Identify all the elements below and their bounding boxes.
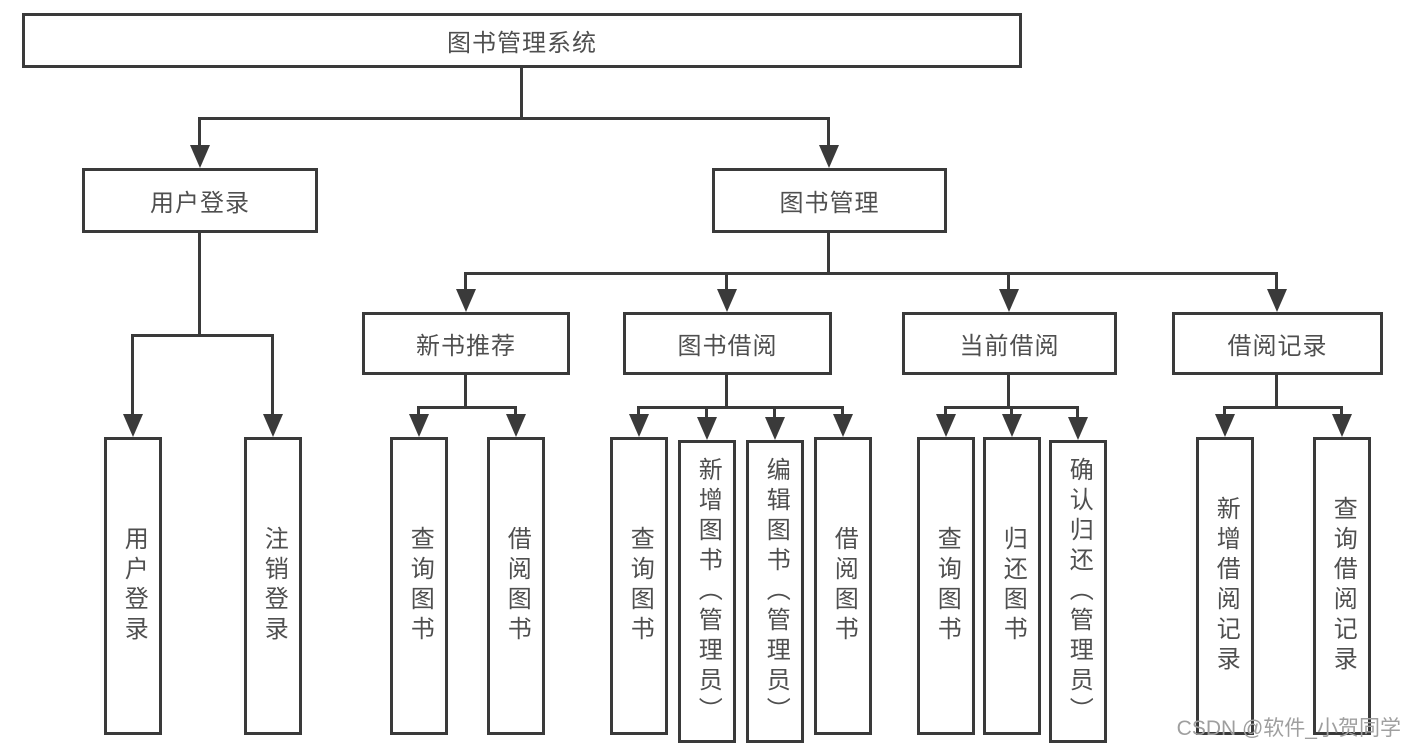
arrow-down-icon: [697, 417, 717, 440]
connector-vline: [1007, 272, 1010, 292]
leaf-edit-book-admin-label: 编辑图书（管理员）: [762, 456, 790, 727]
node-book-borrow-label: 图书借阅: [677, 333, 778, 360]
leaf-add-book-admin: 新增图书（管理员）: [678, 440, 736, 743]
connector-vline: [514, 406, 517, 418]
leaf-borrow-book-2: 借阅图书: [814, 437, 872, 735]
arrow-down-icon: [456, 289, 476, 312]
leaf-confirm-return-admin-label: 确认归还（管理员）: [1065, 456, 1093, 727]
node-new-book-recommend: 新书推荐: [362, 312, 570, 375]
connector-vline: [520, 68, 523, 120]
connector-vline: [131, 334, 134, 416]
arrow-down-icon: [1332, 414, 1352, 437]
arrow-down-icon: [629, 414, 649, 437]
connector-hline: [464, 272, 1278, 275]
arrow-down-icon: [1267, 289, 1287, 312]
arrow-down-icon: [765, 417, 785, 440]
arrow-down-icon: [190, 145, 210, 168]
connector-vline: [1007, 375, 1010, 409]
leaf-user-login: 用户登录: [104, 437, 162, 735]
node-root-label: 图书管理系统: [447, 30, 597, 57]
leaf-user-login-label: 用户登录: [120, 526, 148, 646]
connector-hline: [417, 406, 517, 409]
connector-vline: [417, 406, 420, 418]
leaf-query-book-2: 查询图书: [610, 437, 668, 735]
connector-vline: [1223, 406, 1226, 418]
connector-vline: [198, 117, 201, 148]
arrow-down-icon: [819, 145, 839, 168]
connector-vline: [464, 375, 467, 409]
leaf-query-book-2-label: 查询图书: [626, 526, 654, 646]
leaf-borrow-book-1: 借阅图书: [487, 437, 545, 735]
connector-vline: [1076, 406, 1079, 418]
arrow-down-icon: [409, 414, 429, 437]
connector-vline: [1275, 272, 1278, 292]
leaf-confirm-return-admin: 确认归还（管理员）: [1049, 440, 1107, 743]
leaf-add-borrow-record: 新增借阅记录: [1196, 437, 1254, 735]
leaf-query-borrow-record-label: 查询借阅记录: [1329, 496, 1357, 676]
connector-hline: [1223, 406, 1343, 409]
arrow-down-icon: [1215, 414, 1235, 437]
leaf-logout-label: 注销登录: [260, 526, 288, 646]
connector-vline: [637, 406, 640, 418]
node-new-book-recommend-label: 新书推荐: [416, 333, 516, 360]
leaf-query-book-3: 查询图书: [917, 437, 975, 735]
connector-vline: [705, 406, 708, 418]
arrow-down-icon: [123, 414, 143, 437]
node-book-management: 图书管理: [712, 168, 947, 233]
connector-vline: [841, 406, 844, 418]
leaf-query-borrow-record: 查询借阅记录: [1313, 437, 1371, 735]
node-current-borrow-label: 当前借阅: [959, 333, 1060, 360]
arrow-down-icon: [263, 414, 283, 437]
connector-vline: [1340, 406, 1343, 418]
connector-hline: [198, 117, 830, 120]
connector-vline: [725, 272, 728, 292]
arrow-down-icon: [936, 414, 956, 437]
connector-vline: [198, 233, 201, 337]
connector-vline: [464, 272, 467, 292]
node-book-borrow: 图书借阅: [623, 312, 832, 375]
node-user-login: 用户登录: [82, 168, 318, 233]
arrow-down-icon: [1068, 417, 1088, 440]
node-book-management-label: 图书管理: [779, 190, 880, 217]
leaf-borrow-book-1-label: 借阅图书: [503, 526, 531, 646]
connector-vline: [725, 375, 728, 409]
leaf-logout: 注销登录: [244, 437, 302, 735]
connector-vline: [827, 233, 830, 275]
arrow-down-icon: [999, 289, 1019, 312]
leaf-query-book-1-label: 查询图书: [406, 526, 434, 646]
leaf-query-book-3-label: 查询图书: [933, 526, 961, 646]
connector-vline: [271, 334, 274, 416]
node-borrow-record: 借阅记录: [1172, 312, 1383, 375]
connector-vline: [773, 406, 776, 418]
node-root: 图书管理系统: [22, 13, 1022, 68]
leaf-add-borrow-record-label: 新增借阅记录: [1212, 496, 1240, 676]
arrow-down-icon: [833, 414, 853, 437]
arrow-down-icon: [506, 414, 526, 437]
arrow-down-icon: [717, 289, 737, 312]
connector-vline: [1010, 406, 1013, 418]
node-user-login-label: 用户登录: [150, 190, 250, 217]
arrow-down-icon: [1002, 414, 1022, 437]
connector-hline: [637, 406, 844, 409]
node-borrow-record-label: 借阅记录: [1227, 333, 1328, 360]
leaf-edit-book-admin: 编辑图书（管理员）: [746, 440, 804, 743]
connector-vline: [827, 117, 830, 148]
leaf-borrow-book-2-label: 借阅图书: [830, 526, 858, 646]
connector-vline: [1275, 375, 1278, 409]
leaf-add-book-admin-label: 新增图书（管理员）: [694, 456, 722, 727]
leaf-return-book: 归还图书: [983, 437, 1041, 735]
leaf-return-book-label: 归还图书: [999, 526, 1027, 646]
leaf-query-book-1: 查询图书: [390, 437, 448, 735]
node-current-borrow: 当前借阅: [902, 312, 1117, 375]
connector-vline: [944, 406, 947, 418]
csdn-watermark: CSDN @软件_小贺同学: [1176, 717, 1401, 740]
connector-hline: [131, 334, 274, 337]
